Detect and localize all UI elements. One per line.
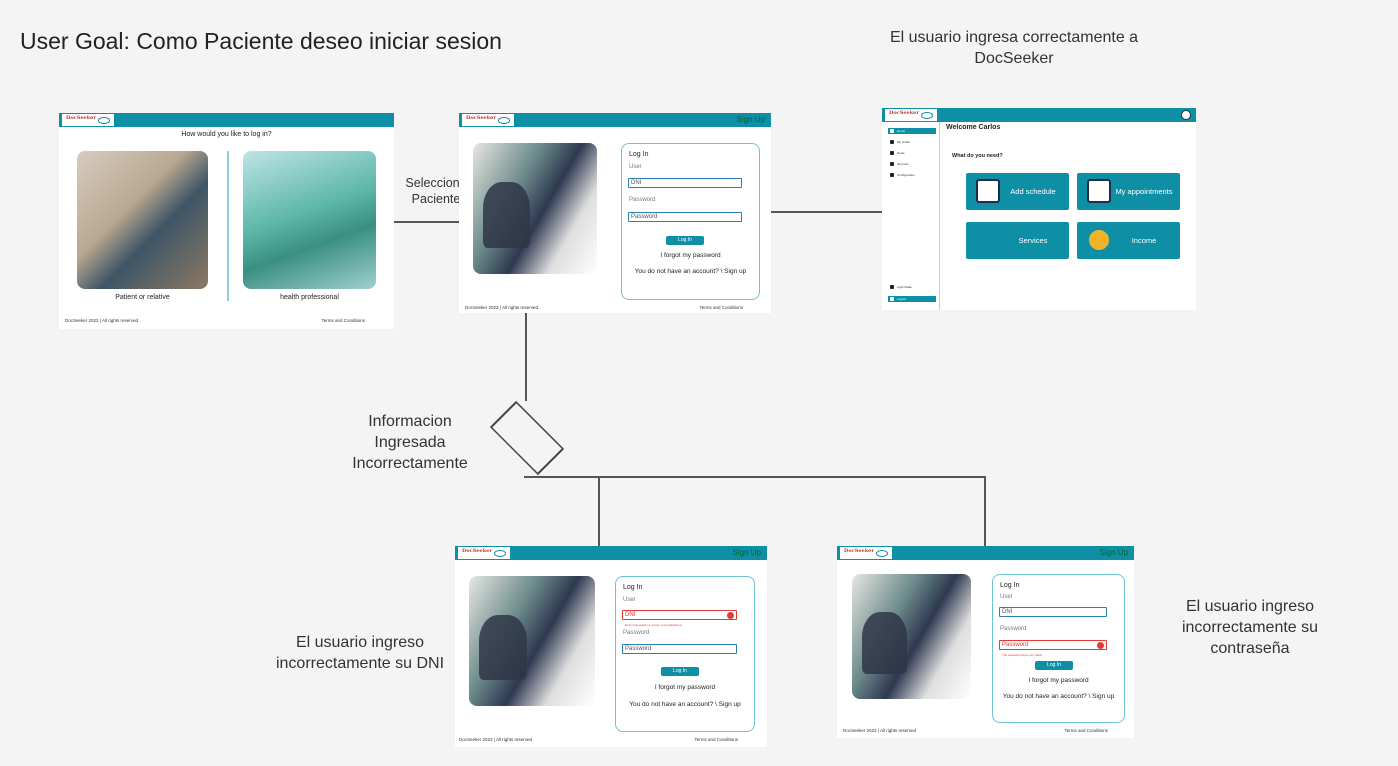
footer-terms[interactable]: Terms and Conditions bbox=[694, 737, 738, 742]
login-panel: Log In User DNI Password Password The pa… bbox=[992, 574, 1125, 723]
login-title: Log In bbox=[623, 584, 643, 591]
light-mode-toggle[interactable]: Light Mode bbox=[888, 284, 936, 290]
dni-error-message: El dni ingresado no existe en la platafo… bbox=[625, 623, 682, 627]
footer-terms[interactable]: Terms and Conditions bbox=[699, 305, 743, 310]
footer-copyright: DocSeeker 2023 | All rights reserved bbox=[465, 305, 538, 310]
docseeker-logo: DocSeeker bbox=[61, 113, 115, 127]
patient-photo[interactable] bbox=[77, 151, 208, 289]
docseeker-logo: DocSeeker bbox=[884, 108, 938, 122]
tile-services[interactable]: Services bbox=[966, 222, 1069, 259]
professional-photo[interactable] bbox=[243, 151, 376, 289]
top-bar bbox=[455, 546, 767, 560]
option-professional-label[interactable]: health professional bbox=[280, 294, 339, 301]
signup-prompt[interactable]: You do not have an account? \ Sign up bbox=[634, 268, 747, 275]
goal-title: User Goal: Como Paciente deseo iniciar s… bbox=[20, 28, 502, 54]
logout-button[interactable]: Logout bbox=[888, 296, 936, 302]
signup-link[interactable]: Sign Up bbox=[732, 548, 761, 557]
login-button[interactable]: Log In bbox=[666, 236, 704, 245]
footer-terms[interactable]: Terms and Conditions bbox=[1064, 728, 1108, 733]
forgot-password-link[interactable]: I forgot my password bbox=[660, 252, 721, 259]
decision-diamond bbox=[489, 400, 565, 476]
connector-login-to-decision bbox=[525, 313, 527, 401]
login-photo bbox=[469, 576, 595, 706]
divider bbox=[227, 151, 229, 301]
forgot-password-link[interactable]: I forgot my password bbox=[1028, 677, 1089, 684]
footer-terms[interactable]: Terms and Conditions bbox=[321, 318, 365, 323]
forgot-password-link[interactable]: I forgot my password bbox=[654, 684, 716, 691]
login-screen: DocSeeker Sign Up Log In User DNI Passwo… bbox=[459, 113, 771, 313]
welcome-text: Welcome Carlos bbox=[946, 124, 1001, 131]
connector-branch-left bbox=[598, 477, 600, 546]
password-input[interactable]: Password bbox=[628, 212, 742, 222]
list-icon bbox=[1087, 179, 1111, 203]
password-error-message: The password does not match bbox=[1002, 653, 1043, 657]
login-button[interactable]: Log In bbox=[1035, 661, 1073, 670]
tile-my-appointments[interactable]: My appointments bbox=[1077, 173, 1180, 210]
password-label: Password bbox=[629, 197, 656, 203]
login-button[interactable]: Log In bbox=[661, 667, 699, 676]
option-patient-label[interactable]: Patient or relative bbox=[115, 294, 170, 301]
what-need-text: What do you need? bbox=[952, 153, 1003, 159]
docseeker-logo: DocSeeker bbox=[839, 546, 893, 560]
select-role-screen: DocSeeker How would you like to log in? … bbox=[59, 113, 394, 329]
signup-prompt[interactable]: You do not have an account? \ Sign up bbox=[1002, 693, 1115, 700]
top-bar bbox=[882, 108, 1196, 122]
footer-copyright: DocSeeker 2023 | All rights reserved bbox=[843, 728, 916, 733]
login-title: Log In bbox=[629, 151, 649, 158]
user-label: User bbox=[1000, 594, 1013, 600]
login-panel: Log In User DNI Password Password Log In… bbox=[621, 143, 760, 300]
connector-login-to-dashboard bbox=[771, 211, 883, 213]
tile-income[interactable]: Income bbox=[1077, 222, 1180, 259]
password-label: Password bbox=[1000, 626, 1027, 632]
dni-input[interactable]: DNI bbox=[628, 178, 742, 188]
connector-branch-right bbox=[984, 477, 986, 546]
error-icon bbox=[1097, 642, 1104, 649]
calendar-icon bbox=[976, 179, 1000, 203]
sidebar-item-configuration[interactable]: Configuration bbox=[888, 172, 936, 178]
sidebar-item-news[interactable]: News bbox=[888, 150, 936, 156]
connector-select-to-login bbox=[394, 221, 460, 223]
signup-prompt[interactable]: You do not have an account? \ Sign up bbox=[629, 701, 741, 708]
footer-copyright: DocSeeker 2023 | All rights reserved bbox=[459, 737, 532, 742]
note-success: El usuario ingresa correctamente a DocSe… bbox=[889, 29, 1139, 67]
note-bad-password: El usuario ingreso incorrectamente su co… bbox=[1181, 598, 1319, 657]
user-label: User bbox=[623, 597, 636, 603]
password-label: Password bbox=[623, 630, 650, 636]
note-select: Selecciona Paciente bbox=[405, 176, 467, 206]
docseeker-logo: DocSeeker bbox=[461, 113, 515, 127]
thermometer-icon bbox=[976, 228, 1000, 252]
coins-icon bbox=[1087, 228, 1111, 252]
error-icon bbox=[727, 612, 734, 619]
avatar[interactable] bbox=[1181, 110, 1191, 120]
top-bar bbox=[59, 113, 394, 127]
login-password-error-screen: DocSeeker Sign Up Log In User DNI Passwo… bbox=[837, 546, 1134, 738]
dni-input[interactable]: DNI bbox=[999, 607, 1107, 617]
password-input[interactable]: Password bbox=[999, 640, 1107, 650]
sidebar-item-profile[interactable]: My profile bbox=[888, 139, 936, 145]
dni-input[interactable]: DNI bbox=[622, 610, 737, 620]
note-bad-dni: El usuario ingreso incorrectamente su DN… bbox=[275, 634, 445, 672]
dashboard-screen: DocSeeker Home My profile News Services … bbox=[882, 100, 1196, 310]
login-photo bbox=[473, 143, 597, 274]
docseeker-logo: DocSeeker bbox=[457, 546, 511, 560]
sidebar-item-home[interactable]: Home bbox=[888, 128, 936, 134]
password-input[interactable]: Password bbox=[622, 644, 737, 654]
footer-copyright: DocSeeker 2023 | All rights reserved bbox=[65, 318, 138, 323]
top-bar bbox=[837, 546, 1134, 560]
login-photo bbox=[852, 574, 971, 699]
login-title: Log In bbox=[1000, 582, 1020, 589]
note-decision: Informacion Ingresada Incorrectamente bbox=[352, 413, 468, 472]
login-panel: Log In User DNI El dni ingresado no exis… bbox=[615, 576, 755, 732]
sidebar-item-services[interactable]: Services bbox=[888, 161, 936, 167]
login-question: How would you like to log in? bbox=[181, 131, 272, 138]
login-dni-error-screen: DocSeeker Sign Up Log In User DNI El dni… bbox=[455, 546, 767, 747]
sidebar: Home My profile News Services Configurat… bbox=[884, 122, 940, 310]
tile-add-schedule[interactable]: Add schedule bbox=[966, 173, 1069, 210]
signup-link[interactable]: Sign Up bbox=[736, 115, 765, 124]
signup-link[interactable]: Sign Up bbox=[1099, 548, 1128, 557]
user-label: User bbox=[629, 164, 642, 170]
connector-decision-branch bbox=[524, 476, 986, 478]
top-bar bbox=[459, 113, 771, 127]
